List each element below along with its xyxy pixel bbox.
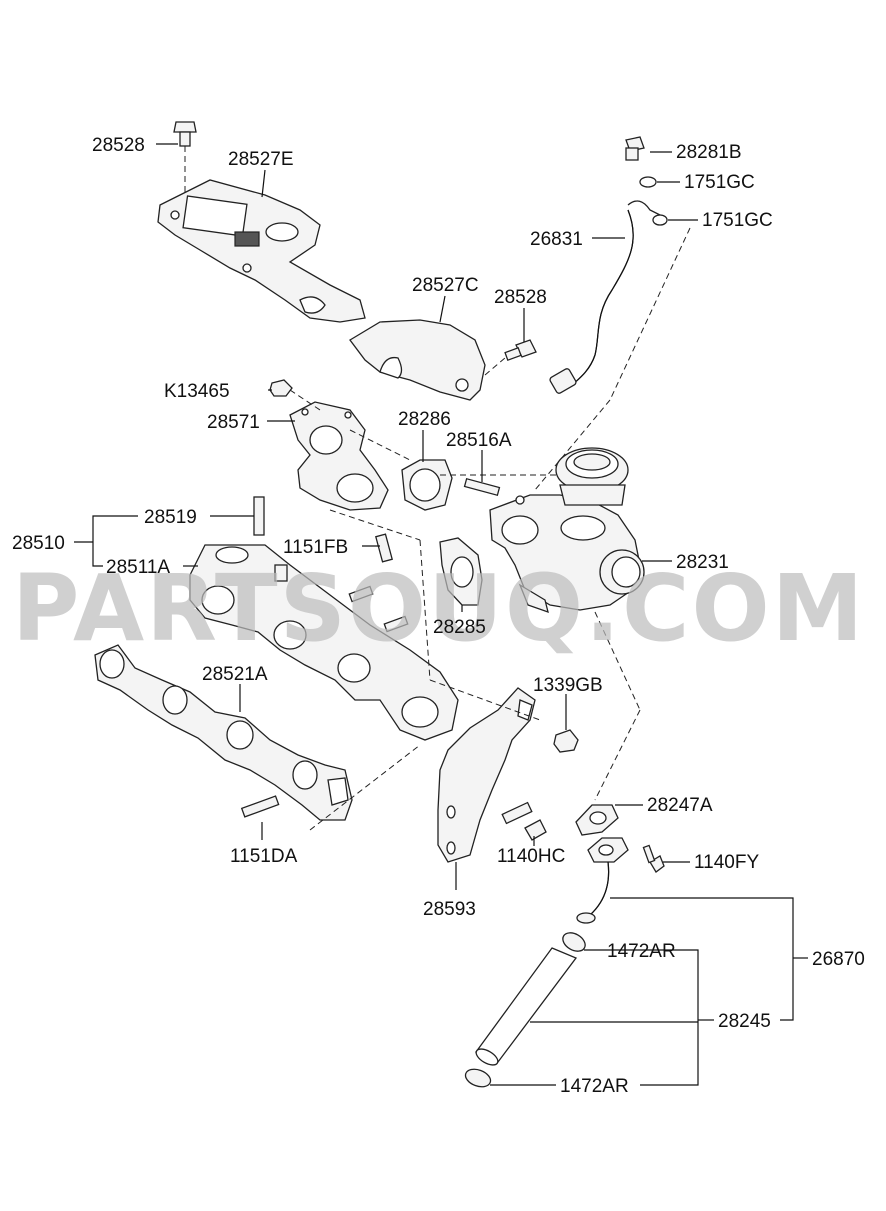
watermark: PARTSOUQ.COM [12, 555, 865, 662]
gasket-28286[interactable] [401, 459, 453, 511]
label-28516A[interactable]: 28516A [446, 430, 512, 451]
label-28519[interactable]: 28519 [144, 507, 197, 528]
oil-feed-pipe-26831[interactable] [549, 200, 661, 394]
bracket-28593[interactable] [437, 687, 536, 863]
label-28528-mid[interactable]: 28528 [494, 287, 547, 308]
banjo-bolt-28281B[interactable] [625, 136, 645, 161]
nut-K13465[interactable] [269, 379, 293, 397]
label-28281B[interactable]: 28281B [676, 142, 742, 163]
label-1140HC[interactable]: 1140HC [497, 846, 565, 867]
stud-1151FB[interactable] [375, 533, 393, 563]
clamp-1472AR-lower[interactable] [463, 1066, 493, 1090]
label-K13465[interactable]: K13465 [164, 381, 230, 402]
label-1140FY[interactable]: 1140FY [694, 852, 759, 873]
label-28285[interactable]: 28285 [433, 617, 486, 638]
bolt-1140HC[interactable] [501, 801, 547, 841]
label-1751GC-a[interactable]: 1751GC [684, 172, 755, 193]
nut-1339GB[interactable] [553, 729, 579, 753]
gasket-28521A[interactable] [94, 644, 353, 821]
label-1751GC-b[interactable]: 1751GC [702, 210, 773, 231]
assembly-guide-lines [289, 227, 691, 831]
label-28510[interactable]: 28510 [12, 533, 65, 554]
washer-1751GC-b[interactable] [652, 214, 668, 226]
label-28231[interactable]: 28231 [676, 552, 729, 573]
label-1472AR-upper[interactable]: 1472AR [607, 941, 676, 962]
bolt-1140FY[interactable] [642, 844, 665, 873]
label-1151FB[interactable]: 1151FB [283, 537, 348, 558]
label-28286[interactable]: 28286 [398, 409, 451, 430]
hose-28245[interactable] [474, 947, 578, 1068]
turbocharger-28231[interactable] [489, 447, 645, 614]
heat-shield-28527E[interactable] [157, 179, 366, 323]
label-26870[interactable]: 26870 [812, 949, 865, 970]
label-28593[interactable]: 28593 [423, 899, 476, 920]
stud-1151DA[interactable] [240, 795, 280, 818]
leader-lines [74, 143, 808, 1086]
bolt-28528-mid[interactable] [504, 339, 537, 361]
washer-1751GC-a[interactable] [639, 176, 657, 188]
label-28571[interactable]: 28571 [207, 412, 260, 433]
stud-28516A[interactable] [463, 477, 501, 497]
elbow-28571[interactable] [289, 401, 389, 511]
exhaust-manifold-28511A[interactable] [189, 544, 459, 741]
heat-shield-28527C[interactable] [349, 319, 486, 401]
stud-28519[interactable] [253, 496, 265, 536]
label-28247A[interactable]: 28247A [647, 795, 713, 816]
label-28521A[interactable]: 28521A [202, 664, 268, 685]
label-28511A[interactable]: 28511A [106, 557, 170, 578]
label-1339GB[interactable]: 1339GB [533, 675, 603, 696]
part-labels: 28528 28527E 28281B 1751GC 1751GC 26831 … [12, 135, 865, 1097]
label-26831[interactable]: 26831 [530, 229, 583, 250]
label-28527C[interactable]: 28527C [412, 275, 479, 296]
label-28245[interactable]: 28245 [718, 1011, 771, 1032]
oil-return-pipe-26870[interactable] [576, 837, 629, 924]
label-1472AR-lower[interactable]: 1472AR [560, 1076, 629, 1097]
clamp-1472AR-upper[interactable] [560, 929, 589, 955]
gasket-28247A[interactable] [575, 804, 619, 836]
gasket-28285[interactable] [439, 537, 483, 606]
label-28527E[interactable]: 28527E [228, 149, 294, 170]
label-28528-top[interactable]: 28528 [92, 135, 145, 156]
label-1151DA[interactable]: 1151DA [230, 846, 298, 867]
